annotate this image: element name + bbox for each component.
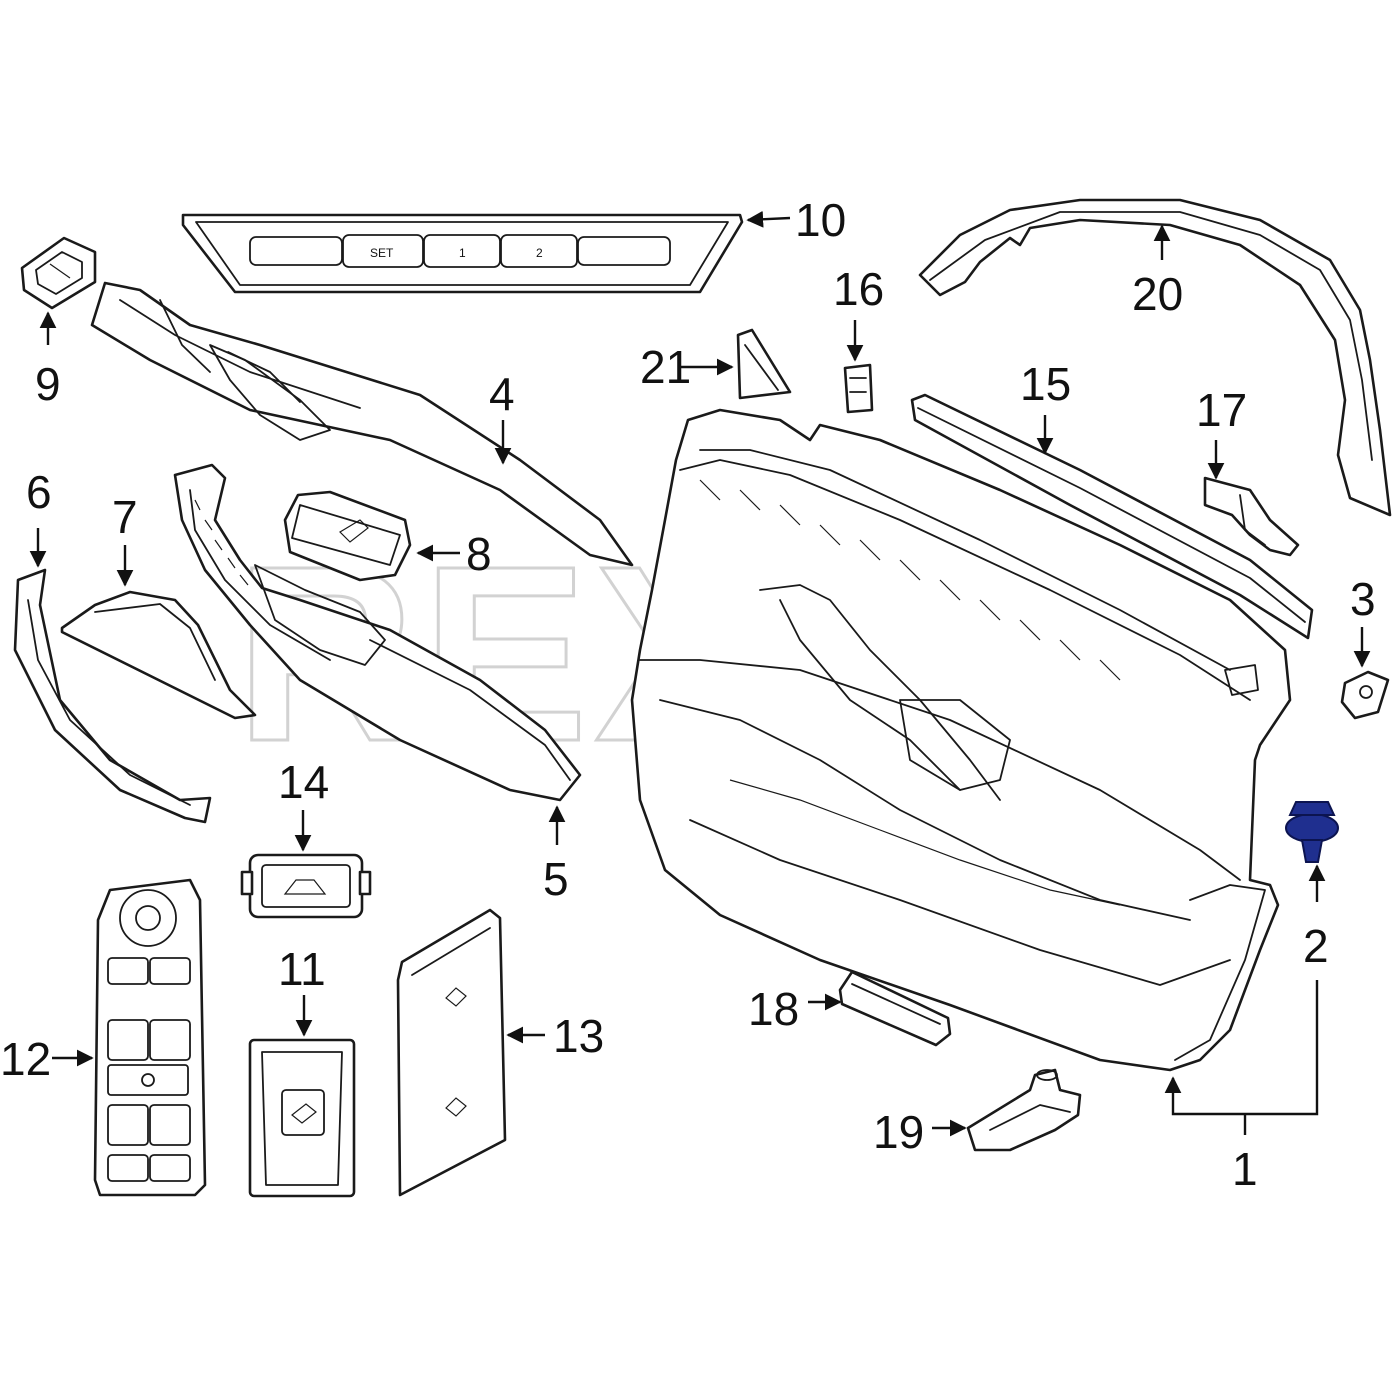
part-12-window-switch-block: [93, 878, 207, 1197]
part-3-clip: [1340, 670, 1390, 720]
callout-9: 9: [35, 358, 61, 410]
part-11-switch-bezel: [248, 1038, 356, 1198]
callout-1: 1: [1232, 1143, 1258, 1195]
part-20-door-frame-seal: [918, 198, 1392, 517]
part-4-upper-trim: [90, 281, 634, 567]
callout-14: 14: [278, 756, 329, 808]
part-2-push-clip: [1285, 801, 1339, 863]
callout-18: 18: [748, 983, 799, 1035]
part-5-armrest-trim: [173, 463, 582, 802]
part-14-switch-module: [240, 853, 372, 919]
part-1-door-panel: [630, 408, 1292, 1072]
part-19-bracket-module: [966, 1068, 1082, 1152]
part-9-small-switch: [20, 236, 97, 310]
callout-3: 3: [1350, 573, 1376, 625]
callout-8: 8: [466, 528, 492, 580]
callout-2: 2: [1303, 920, 1329, 972]
callout-5: 5: [543, 853, 569, 905]
callout-6: 6: [26, 466, 52, 518]
part-13-trim-plate: [396, 908, 507, 1197]
callout-16: 16: [833, 263, 884, 315]
callout-10: 10: [795, 194, 846, 246]
part-10-memory-switch-panel: SET 1 2: [181, 213, 744, 294]
callout-21: 21: [640, 341, 691, 393]
callout-11: 11: [278, 943, 326, 995]
callout-numbers: 1 2 3 4 5 6 7 8 9 10 11 12 13 14 15 16 1…: [0, 194, 1376, 1195]
memory-2-button-label: 2: [536, 246, 543, 260]
callout-7: 7: [112, 491, 138, 543]
callout-12: 12: [0, 1033, 51, 1085]
part-17-bracket: [1203, 476, 1300, 557]
part-16-clip: [843, 363, 874, 414]
part-6-trim-strip: [13, 568, 212, 824]
part-21-tweeter-cover: [736, 328, 792, 400]
set-button-label: SET: [370, 246, 394, 260]
part-8-switch: [283, 490, 412, 582]
part-18-courtesy-light: [838, 970, 952, 1047]
callout-4: 4: [489, 368, 515, 420]
part-7-trim-piece: [60, 590, 257, 720]
part-15-window-belt-strip: [910, 393, 1314, 640]
callout-15: 15: [1020, 358, 1071, 410]
callout-20: 20: [1132, 268, 1183, 320]
memory-1-button-label: 1: [459, 246, 466, 260]
leader-lines: [29, 210, 1371, 1137]
callout-19: 19: [873, 1106, 924, 1158]
callout-13: 13: [553, 1010, 604, 1062]
callout-17: 17: [1196, 384, 1247, 436]
